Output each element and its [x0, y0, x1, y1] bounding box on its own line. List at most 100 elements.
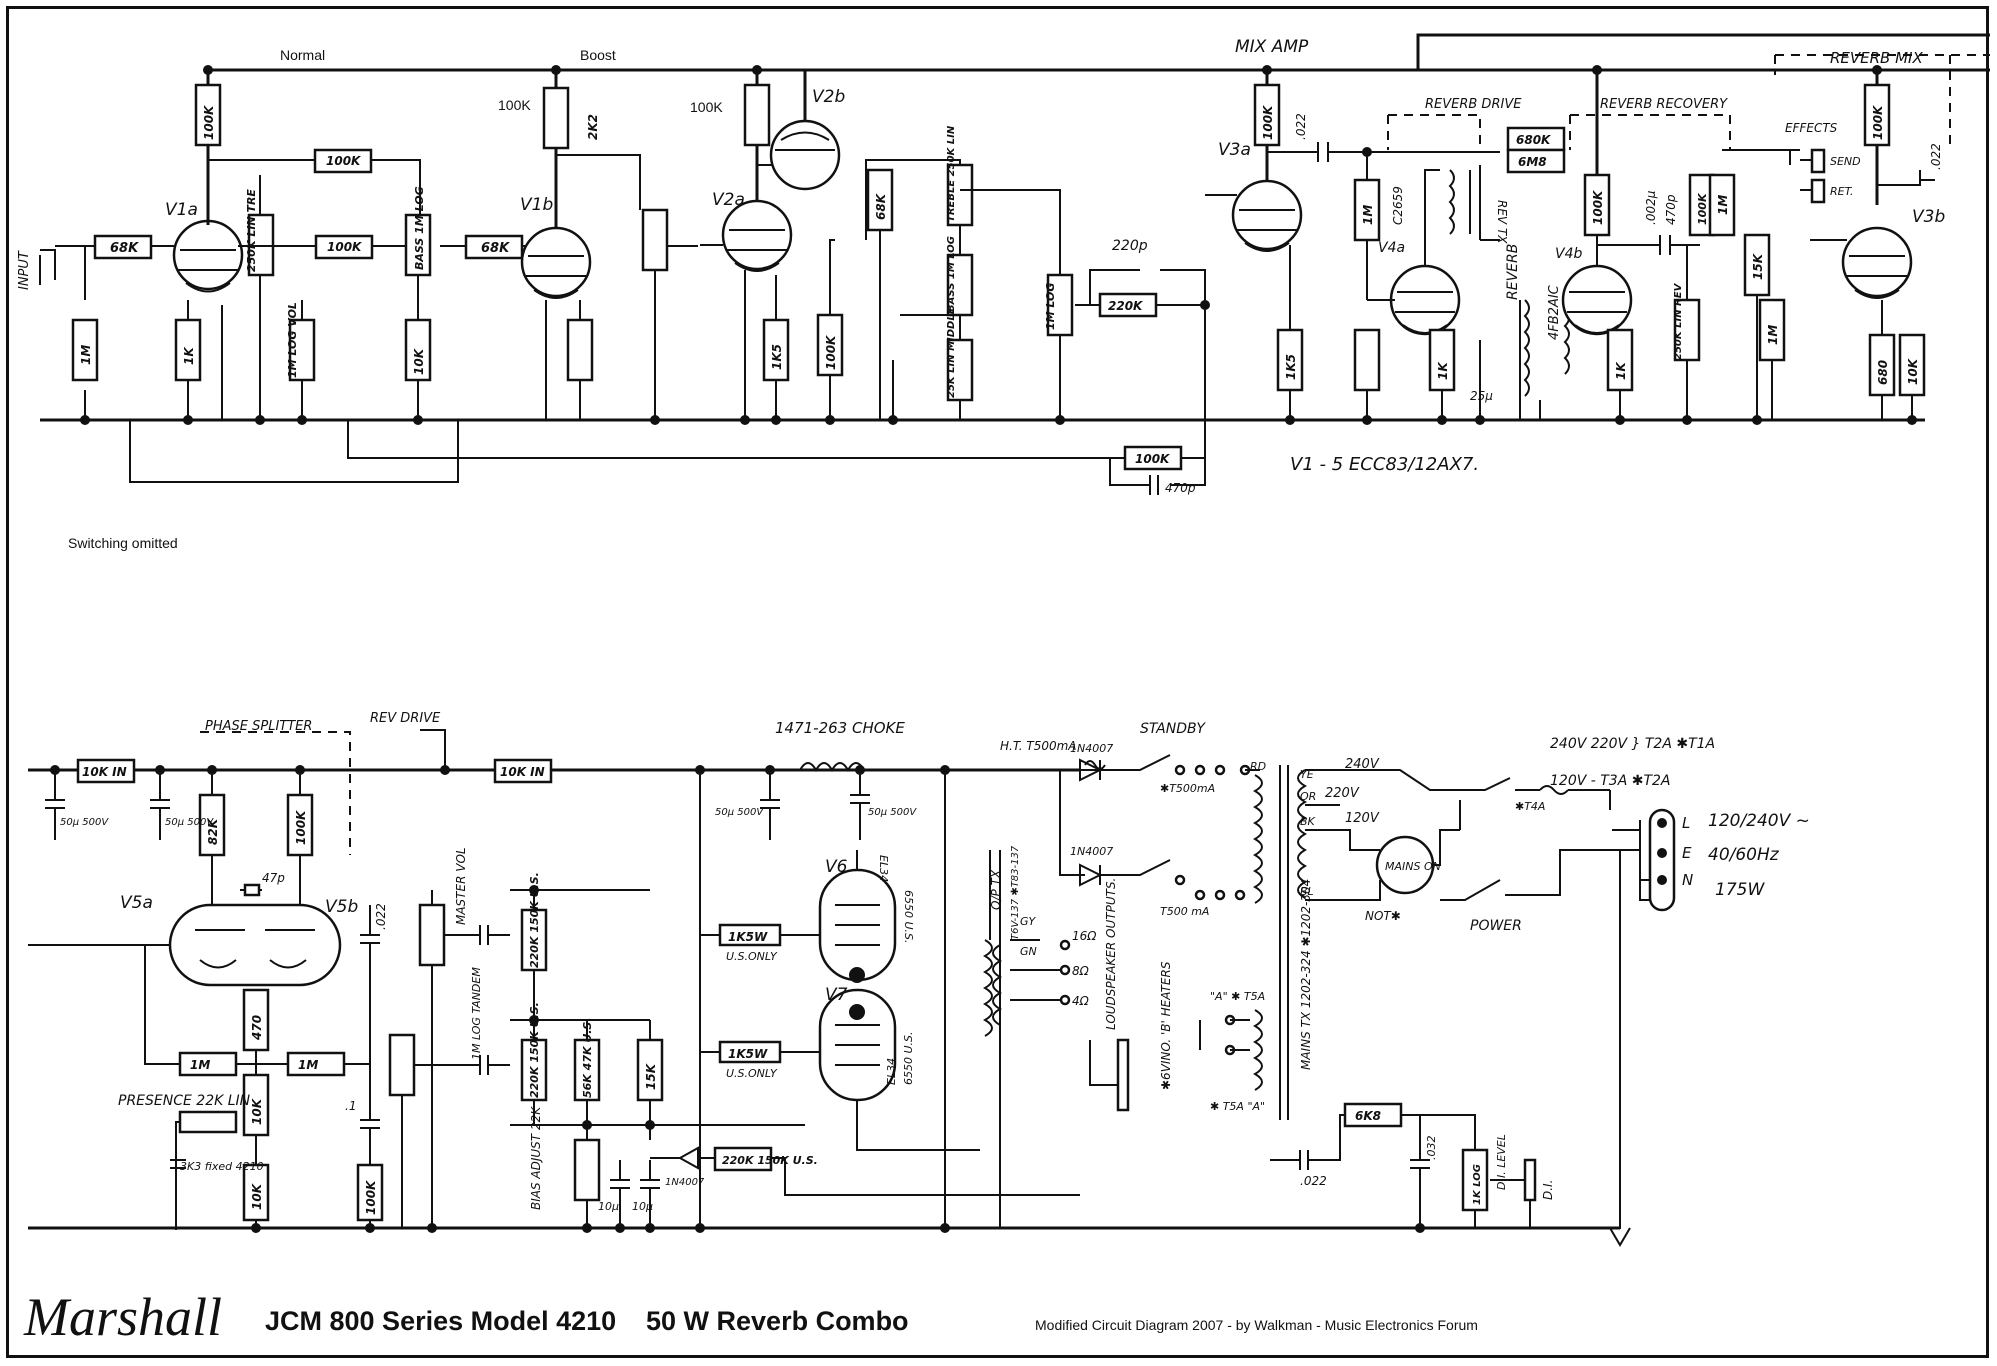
- label-v4b: V4b: [1555, 246, 1582, 262]
- val-10k-in2: 10K IN: [500, 765, 545, 779]
- valve-v3a: [1231, 179, 1303, 251]
- cap-47p: [243, 883, 261, 897]
- val-022-ps: .022: [374, 903, 388, 930]
- val-3k3: 3K3 fixed 4210: [180, 1160, 264, 1173]
- val-cap50-a: 50μ 500V: [60, 817, 109, 828]
- pot-tandem: [388, 1033, 416, 1097]
- resistor-1m-v4: [1353, 178, 1381, 242]
- val-68k-a: 68K: [110, 241, 139, 256]
- valve-v1b: [520, 226, 592, 298]
- val-120v: 120V: [1345, 811, 1380, 826]
- label-v3b: V3b: [1912, 207, 1945, 227]
- label-rev-drive: REV DRIVE: [370, 711, 441, 726]
- val-rev-pot: 250K LIN REV: [1673, 282, 1684, 360]
- label-ret: RET.: [1830, 185, 1854, 198]
- val-220p: 220p: [1112, 238, 1148, 254]
- valve-v2a: [721, 199, 793, 271]
- val-or: OR: [1300, 790, 1316, 803]
- preamp-section: [39, 33, 1990, 495]
- resistor-1m-v4b: [1353, 328, 1381, 392]
- label-switching-omitted: Switching omitted: [68, 535, 178, 551]
- label-power: POWER: [1470, 918, 1522, 934]
- iec-inlet: [1648, 808, 1676, 912]
- val-c2659: C2659: [1391, 186, 1405, 225]
- label-voltage-sel1: 240V 220V } T2A ✱T1A: [1550, 736, 1715, 752]
- val-10a: 10μ: [598, 1200, 619, 1213]
- valve-v4a: [1389, 264, 1461, 336]
- label-valves-note: V1 - 5 ECC83/12AX7.: [1290, 454, 1479, 475]
- val-100k-v3b: 100K: [1871, 104, 1885, 140]
- diagram-frame: [6, 6, 1989, 1358]
- val-25: 25μ: [1470, 389, 1493, 403]
- val-022-v3b: .022: [1929, 143, 1943, 170]
- label-boost: Boost: [580, 47, 616, 63]
- valve-v1a: [172, 219, 244, 291]
- label-v7-type: 6550 U.S.: [902, 1031, 915, 1085]
- label-reverb-mix: REVERB MIX: [1830, 49, 1923, 67]
- val-bass-pot2: BASS 1M LOG: [946, 236, 957, 312]
- val-10k: 10K: [412, 347, 426, 375]
- val-d-b: 1N4007: [1070, 845, 1113, 858]
- val-bl: BL: [1300, 885, 1314, 898]
- resistor-100k-fb: [1123, 445, 1183, 471]
- label-master-vol: MASTER VOL: [454, 847, 468, 925]
- reverb-transformer: [1448, 169, 1455, 235]
- label-not: NOT✱: [1365, 909, 1401, 923]
- resistor-68k-a: [93, 234, 153, 260]
- val-cap50-c: 50μ 500V: [715, 807, 764, 818]
- resistor-100k-c: [816, 313, 844, 377]
- labels: INPUT Normal Boost MIX AMP REVERB MIX RE…: [17, 37, 1945, 1210]
- val-10k-v3b: 10K: [1906, 357, 1920, 385]
- resistor-6m8: [1506, 148, 1566, 174]
- label-standby: STANDBY: [1140, 721, 1206, 737]
- label-mix-amp: MIX AMP: [1235, 37, 1309, 57]
- val-470: 470: [250, 1015, 264, 1041]
- val-middle-pot: 25K LIN MIDDLE: [946, 307, 957, 398]
- label-mains-on: MAINS ON: [1385, 860, 1441, 873]
- reverb-tank-in: [1523, 299, 1530, 397]
- val-1k-in: 1K: [182, 346, 196, 365]
- footer: Marshall JCM 800 Series Model 4210 50 W …: [23, 1287, 1478, 1347]
- label-reverb-drive: REVERB DRIVE: [1425, 97, 1522, 112]
- label-tandem: 1M LOG TANDEM: [470, 967, 483, 1060]
- val-bass-pot: BASS 1M LOG: [413, 186, 426, 270]
- val-1m-b: 1M: [1766, 325, 1780, 345]
- val-100k-b: 100K: [327, 240, 363, 254]
- val-1m-in: 1M: [79, 345, 93, 365]
- pot-bass-1: [404, 213, 432, 277]
- component-labels: 68K 68K 100K 100K 100K 2K2 100K 100K 1M …: [60, 97, 1943, 1215]
- val-1k5: 1K5: [770, 344, 784, 370]
- resistor-100k-v2: [743, 83, 771, 147]
- val-cap50-d: 50μ 500V: [868, 807, 917, 818]
- val-bk: BK: [1300, 815, 1316, 828]
- power-section: [28, 729, 1676, 1247]
- label-rev-tx: REV TX: [1495, 200, 1509, 244]
- resistor-10k-in-2: [493, 758, 553, 784]
- val-15k: 15K: [1751, 252, 1765, 280]
- val-1m-log: 1M LOG: [1044, 283, 1057, 330]
- mains-heater-winding: [1252, 1009, 1263, 1091]
- val-022-v3: .022: [1294, 113, 1308, 140]
- label-normal: Normal: [280, 47, 325, 63]
- label-reverb-type: 4FB2AIC: [1547, 284, 1562, 340]
- val-10b: 10μ: [632, 1200, 653, 1213]
- val-gy: GY: [1020, 915, 1037, 928]
- resistor-1k-v4: [1428, 328, 1456, 392]
- val-100k-v3: 100K: [1261, 104, 1275, 140]
- val-220k-bias: 220K 150K U.S.: [722, 1154, 818, 1167]
- val-15k-ps: 15K: [644, 1062, 658, 1090]
- jack-return: [1810, 178, 1826, 204]
- brand-logo: Marshall: [23, 1287, 222, 1347]
- val-470p-fb: 470p: [1165, 481, 1196, 495]
- choke: [799, 762, 865, 773]
- resistor-10k-pres: [242, 1073, 270, 1137]
- val-2k2: 2K2: [586, 114, 600, 140]
- phase-splitter-box: [200, 731, 351, 855]
- label-v4a: V4a: [1378, 240, 1405, 256]
- label-4ohm: 4Ω: [1072, 994, 1090, 1008]
- label-v1b: V1b: [520, 195, 553, 215]
- label-send: SEND: [1830, 155, 1861, 168]
- resistor-15k: [1743, 233, 1771, 297]
- label-v7-el: EL34: [885, 1058, 898, 1085]
